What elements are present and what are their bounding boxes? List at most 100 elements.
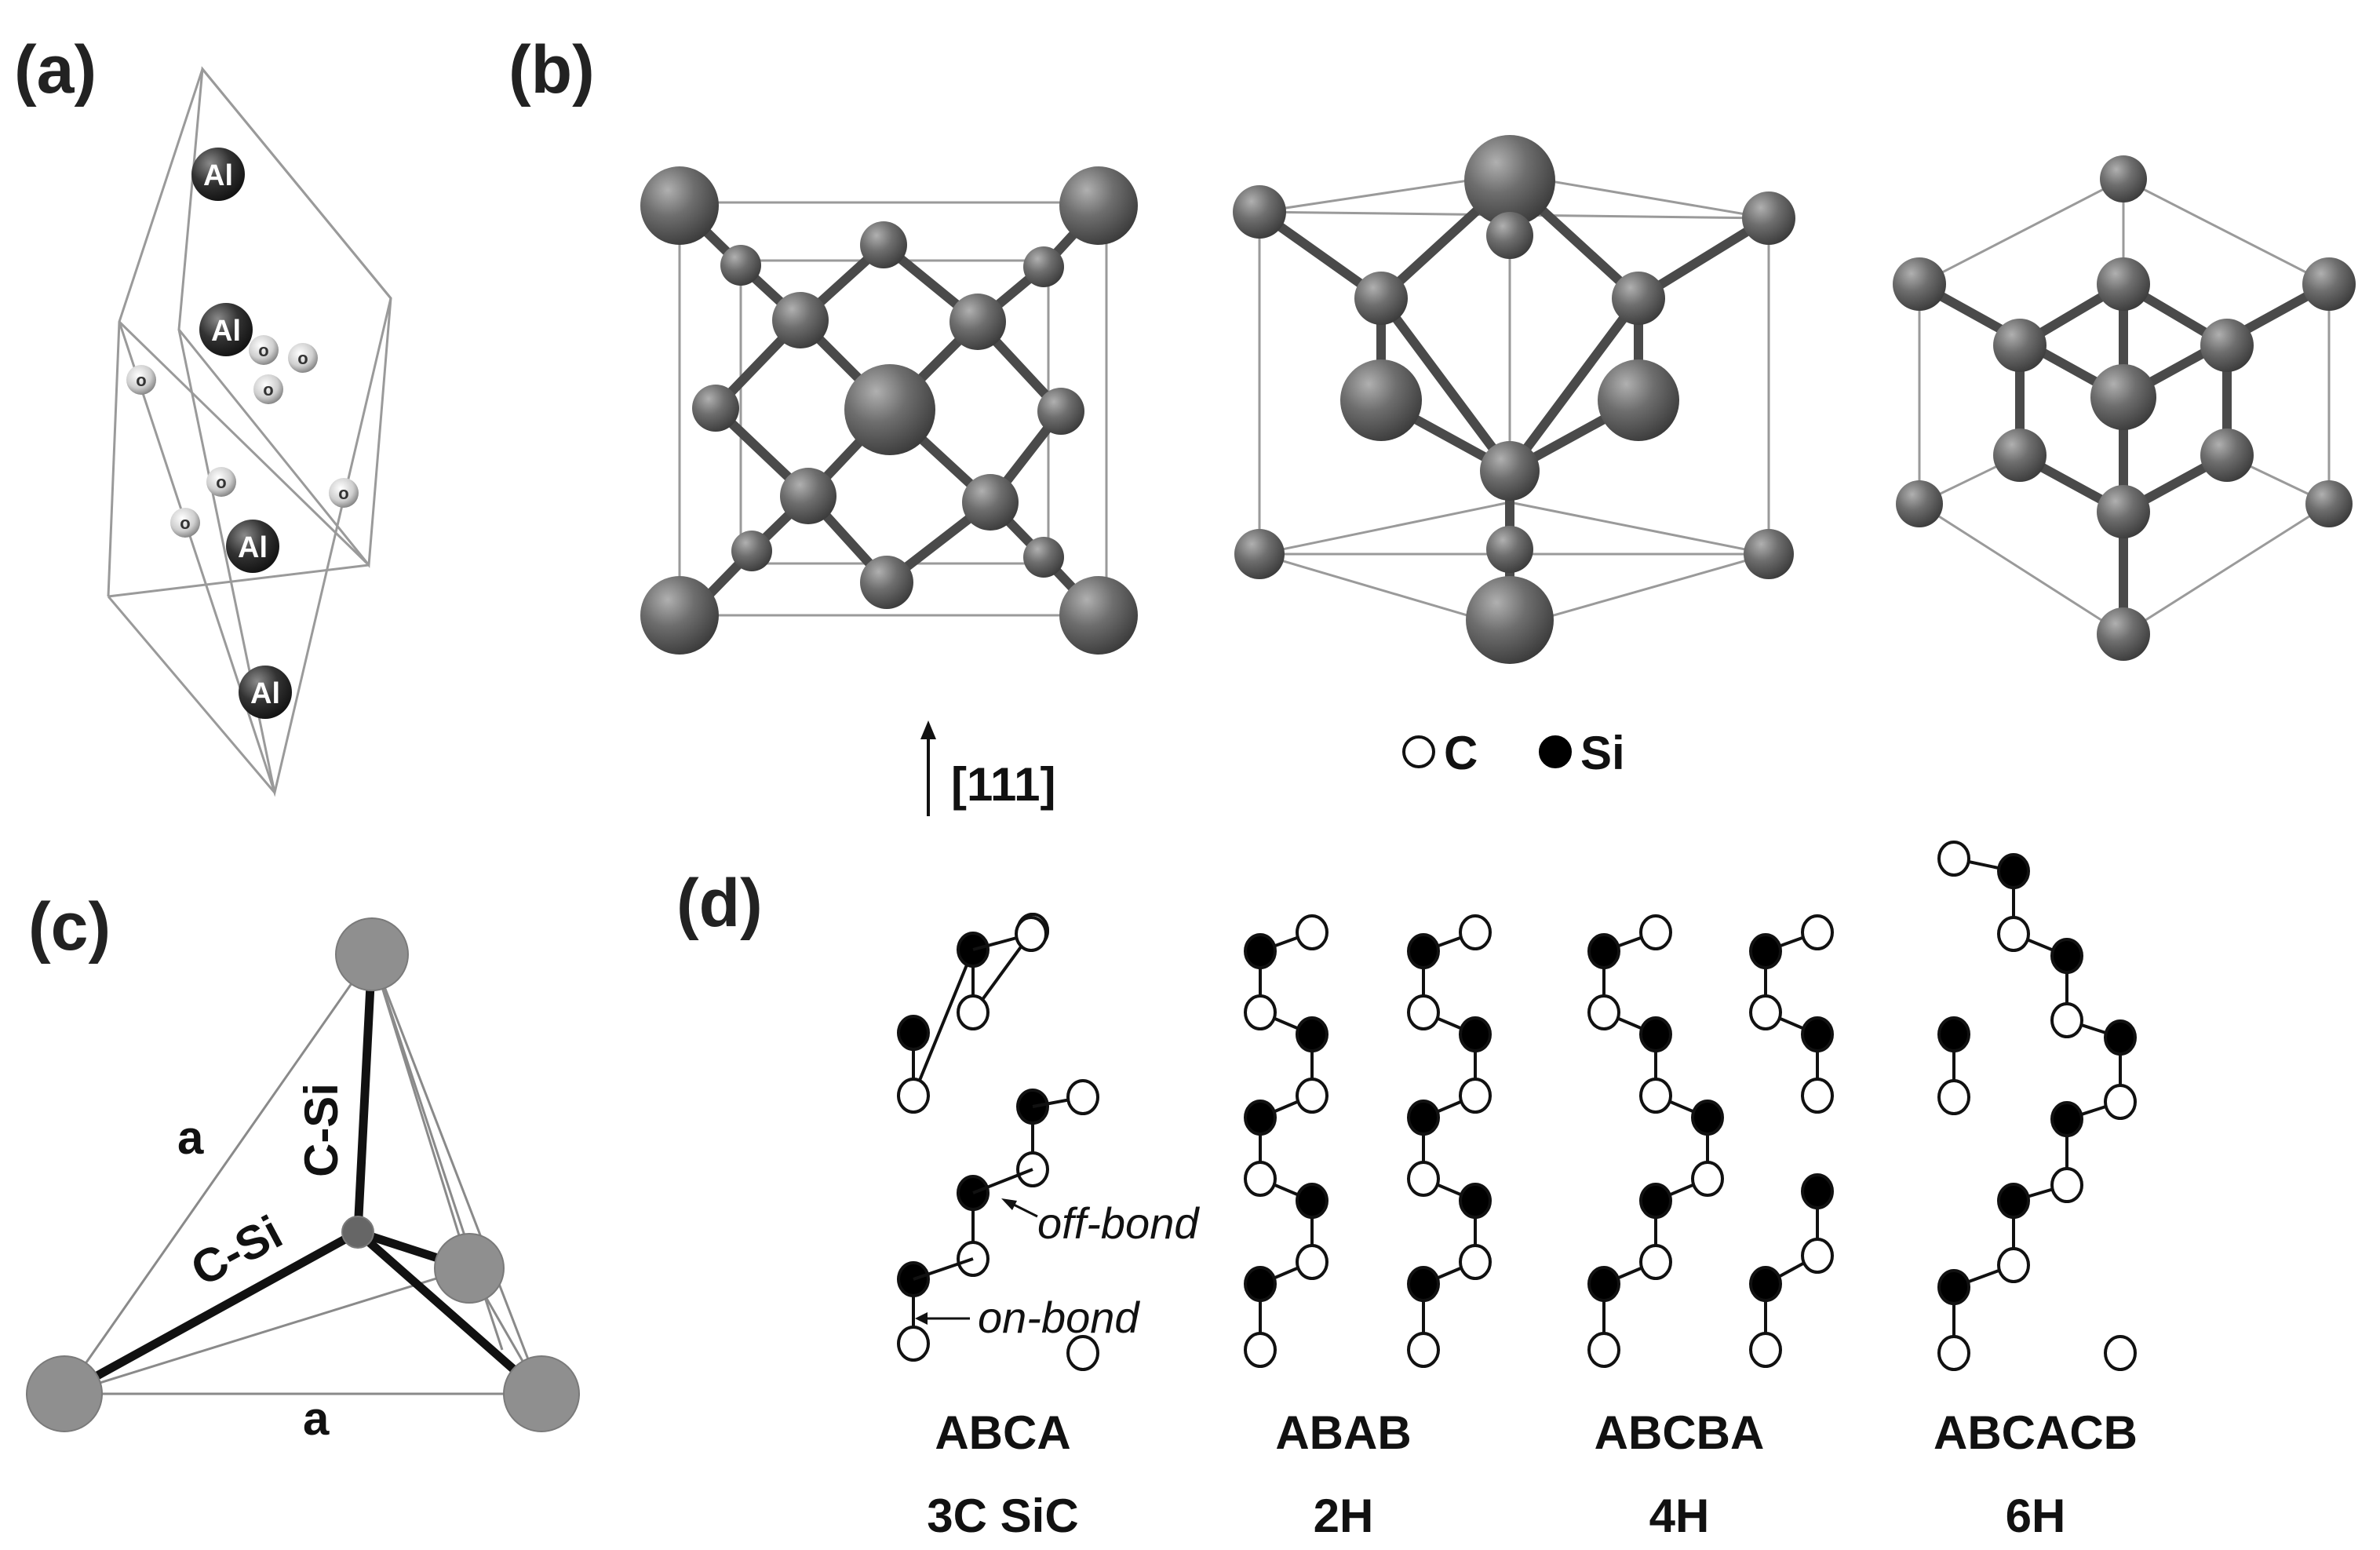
svg-text:Al: Al xyxy=(238,531,268,564)
si-atom xyxy=(1639,1016,1672,1052)
si-atom xyxy=(1407,933,1440,969)
c-atom xyxy=(1749,1332,1782,1368)
al-atom: Al xyxy=(239,666,292,719)
c-atom xyxy=(1801,914,1834,950)
c-atom xyxy=(1459,914,1492,950)
panel-b: (b) xyxy=(508,32,2356,816)
c-atom xyxy=(1937,841,1970,877)
si-atom xyxy=(1244,1100,1277,1136)
c-atom xyxy=(897,1326,930,1362)
si-atom xyxy=(2104,1019,2137,1056)
si-atom xyxy=(1407,1100,1440,1136)
c-atom xyxy=(1407,1332,1440,1368)
si-atom xyxy=(2050,1101,2083,1137)
svg-text:Al: Al xyxy=(203,159,233,192)
c-atom xyxy=(1691,1161,1724,1197)
panel-b-label: (b) xyxy=(508,32,595,108)
c-atom xyxy=(2050,1002,2083,1038)
bond-line xyxy=(972,1168,1033,1194)
legend-si-marker xyxy=(1539,735,1572,768)
polytype-name: 3C SiC xyxy=(927,1490,1078,1542)
si-atom xyxy=(1801,1016,1834,1052)
side-view-111 xyxy=(1233,135,1795,664)
c-atom xyxy=(1937,1335,1970,1371)
bond-annotations: off-bond on-bond xyxy=(915,1198,1200,1342)
unit-cell-frame xyxy=(107,66,392,797)
si-atom xyxy=(1459,1016,1492,1052)
on-bond-label: on-bond xyxy=(978,1293,1140,1342)
svg-text:o: o xyxy=(258,341,268,360)
c-atom xyxy=(957,994,990,1030)
bond-line xyxy=(913,1257,974,1281)
c-atom xyxy=(1937,1079,1970,1115)
svg-text:o: o xyxy=(338,483,348,503)
bond-line xyxy=(912,949,975,1096)
si-atom xyxy=(1749,1266,1782,1302)
c-atom xyxy=(1997,1247,2030,1283)
bond-label-vertical: C-Si xyxy=(295,1083,348,1177)
c-atom xyxy=(1407,1161,1440,1197)
si-atom xyxy=(1296,1183,1328,1219)
off-bond-label: off-bond xyxy=(1037,1198,1200,1248)
si-atom xyxy=(1639,1183,1672,1219)
legend-si-label: Si xyxy=(1580,727,1625,779)
svg-text:o: o xyxy=(136,370,146,390)
si-atom xyxy=(1801,1173,1834,1209)
si-atom xyxy=(1459,1183,1492,1219)
c-atom xyxy=(1639,1244,1672,1280)
c-atom xyxy=(897,1078,930,1114)
si-atom xyxy=(1244,933,1277,969)
c-atom xyxy=(1639,1078,1672,1114)
stacking-label: ABCACB xyxy=(1934,1406,2138,1459)
panel-c-label: (c) xyxy=(28,889,111,965)
c-atom xyxy=(1066,1079,1099,1115)
si-atom xyxy=(1997,853,2030,889)
o-atom: o xyxy=(253,374,283,404)
si-atom xyxy=(1587,933,1620,969)
c-atom xyxy=(2050,1167,2083,1203)
c-atom xyxy=(1749,994,1782,1030)
svg-text:o: o xyxy=(263,380,273,399)
si-atom xyxy=(1997,1183,2030,1219)
al-atom: Al xyxy=(199,303,253,356)
o-atom: o xyxy=(170,508,200,538)
c-atom xyxy=(1639,914,1672,950)
c-atom xyxy=(1459,1244,1492,1280)
c-atom xyxy=(1407,994,1440,1030)
c-atom xyxy=(1296,1078,1328,1114)
c-atom xyxy=(1459,1078,1492,1114)
svg-text:Al: Al xyxy=(211,315,241,348)
si-atom xyxy=(1691,1100,1724,1136)
polytype-labels: ABCA 3C SiC ABAB 2H ABCBA 4H ABCACB 6H xyxy=(927,1406,2138,1542)
panel-c: (c) C-Si C-Si a a xyxy=(26,889,580,1445)
legend-c-label: C xyxy=(1444,727,1478,779)
c-atom xyxy=(1801,1078,1834,1114)
polytype-name: 6H xyxy=(2006,1490,2066,1542)
si-atom xyxy=(1296,1016,1328,1052)
top-view-hexagon xyxy=(1893,155,2356,661)
o-atom: o xyxy=(288,343,318,373)
o-atom: o xyxy=(126,365,156,395)
si-atom xyxy=(1749,933,1782,969)
o-atom: o xyxy=(249,335,279,365)
si-atom xyxy=(897,1015,930,1051)
panel-d-label: (d) xyxy=(676,866,763,941)
polytype-name: 4H xyxy=(1649,1490,1710,1542)
cubic-cell-view xyxy=(640,166,1138,655)
panel-a-label: (a) xyxy=(14,32,97,108)
edge-label-bottom: a xyxy=(303,1392,330,1445)
polytype-name: 2H xyxy=(1314,1490,1374,1542)
stacking-label: ABAB xyxy=(1275,1406,1411,1459)
c-atom xyxy=(1244,1161,1277,1197)
o-atom: o xyxy=(206,467,236,497)
c-atom xyxy=(1066,1335,1099,1371)
svg-text:o: o xyxy=(297,348,308,368)
svg-text:Al: Al xyxy=(250,677,280,710)
o-atom: o xyxy=(329,478,359,508)
legend-c-marker xyxy=(1402,735,1435,768)
c-atom xyxy=(1244,1332,1277,1368)
si-atom xyxy=(1937,1269,1970,1305)
stacking-chains xyxy=(897,841,2137,1371)
si-atom xyxy=(1587,1266,1620,1302)
